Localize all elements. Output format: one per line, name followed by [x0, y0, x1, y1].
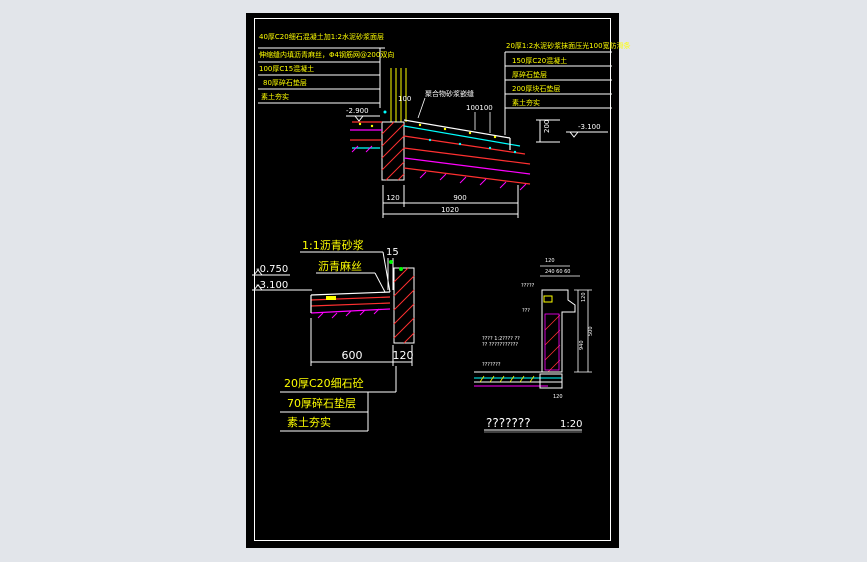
d3-note-3: ???????: [482, 362, 501, 368]
note-right-1: 20厚1:2水泥砂浆抹面压光100宽防滑条: [506, 41, 631, 50]
d3-scale: 1:20: [560, 419, 582, 430]
drawing-sheet: [246, 13, 619, 548]
d3-dim-top2: 240 60 60: [545, 269, 570, 275]
d3-dim-r1: 120: [581, 292, 587, 302]
note-left-3: 100厚C15混凝土: [259, 64, 314, 73]
d3-title: ???????: [486, 416, 531, 430]
note-left-1: 40厚C20细石混凝土加1:2水泥砂浆面层: [259, 32, 384, 41]
label-200: 200: [543, 120, 551, 133]
label-slope-joint: 聚合物砂浆嵌缝: [425, 89, 474, 98]
label-100: 100: [398, 95, 411, 103]
label-100-100: 100100: [466, 104, 493, 112]
drawing-frame: [254, 18, 611, 541]
d3-dim-r3: 940: [579, 340, 585, 350]
detail-3: 120 240 60 60: [474, 258, 594, 433]
note-left-4: 80厚碎石垫层: [263, 78, 307, 87]
elevation-3100: -3.100: [256, 280, 288, 291]
d3-note-2: ?? ???????????: [482, 342, 518, 348]
elevation-left: -2.900: [346, 107, 369, 115]
note-right-4: 200厚块石垫层: [512, 84, 560, 93]
elevation-0750: -0.750: [256, 264, 288, 275]
d3-note-1: ???? 1:2???? ??: [482, 336, 520, 342]
dim-600: 600: [342, 349, 363, 362]
note-right-3: 厚碎石垫层: [512, 70, 547, 79]
layer-1: 20厚C20细石砼: [284, 377, 364, 390]
layer-2: 70厚碎石垫层: [287, 396, 356, 410]
note-left-5: 素土夯实: [261, 92, 289, 101]
dim-120: 120: [386, 194, 399, 202]
dim-15: 15: [386, 247, 399, 258]
note-mortar: 1:1沥青砂浆: [302, 238, 364, 252]
dim-1020: 1020: [441, 206, 459, 214]
note-right-2: 150厚C20混凝土: [512, 56, 567, 65]
d3-dim-r2: 500: [588, 326, 594, 336]
d3-note-a: ?????: [521, 283, 535, 289]
layer-3: 素土夯实: [287, 415, 331, 429]
note-jute: 沥青麻丝: [318, 259, 362, 273]
d3-dim-bottom: 120: [553, 394, 563, 400]
note-right-5: 素土夯实: [512, 98, 540, 107]
elevation-right: -3.100: [578, 123, 601, 131]
detail-1: 40厚C20细石混凝土加1:2水泥砂浆面层 伸缩缝内填沥青麻丝，Φ4钢筋网@20…: [258, 32, 631, 218]
dim-120-b: 120: [393, 349, 414, 362]
note-left-2: 伸缩缝内填沥青麻丝，Φ4钢筋网@200双向: [259, 50, 394, 59]
detail-2: 1:1沥青砂浆 沥青麻丝 15: [252, 238, 415, 432]
d3-note-b: ???: [522, 308, 530, 314]
d3-dim-top: 120: [545, 258, 555, 264]
dim-900: 900: [453, 194, 466, 202]
